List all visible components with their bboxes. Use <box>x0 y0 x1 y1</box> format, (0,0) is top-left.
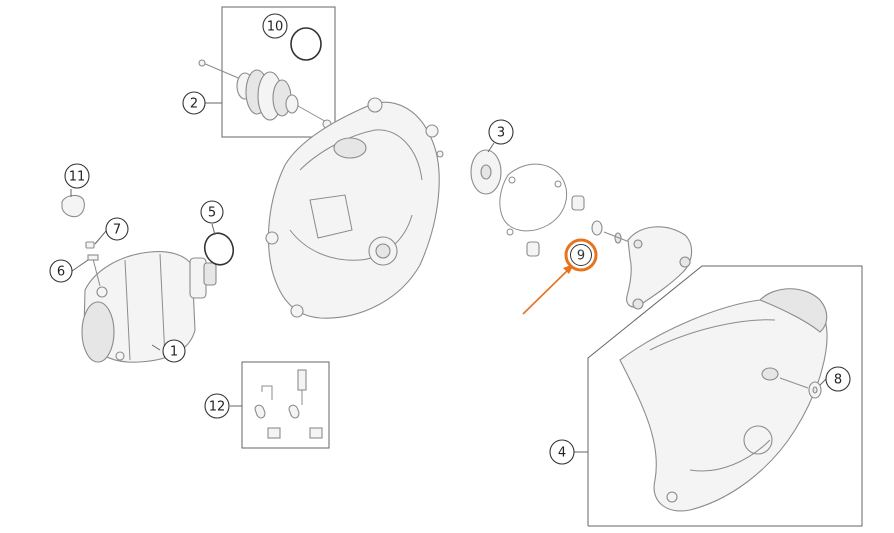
callout-label-4: 4 <box>558 446 566 461</box>
gasket <box>499 163 567 236</box>
callout-label-7: 7 <box>113 223 121 238</box>
engine-ignition-cover <box>265 97 440 319</box>
screw-part-7 <box>85 241 95 249</box>
callout-6: 6 <box>49 259 73 283</box>
highlight-arrow <box>522 264 574 315</box>
cap-part-3 <box>470 149 502 195</box>
callout-3: 3 <box>488 119 514 145</box>
callout-label-10: 10 <box>267 20 284 35</box>
callout-label-12: 12 <box>209 400 226 415</box>
callout-12: 12 <box>204 393 230 419</box>
callout-10: 10 <box>262 13 288 39</box>
washer-part-8 <box>779 377 822 399</box>
nut-part-6 <box>87 254 101 287</box>
callout-label-5: 5 <box>208 206 216 221</box>
leader-lines <box>70 102 827 453</box>
callout-label-1: 1 <box>170 345 178 360</box>
o-ring-part-10 <box>290 27 322 61</box>
starter-motor-part-1 <box>81 251 217 363</box>
callout-label-6: 6 <box>57 265 65 280</box>
small-cover <box>626 226 693 310</box>
outer-cover-part-4 <box>619 288 828 512</box>
callout-label-8: 8 <box>834 373 842 388</box>
callout-11: 11 <box>64 163 90 189</box>
callout-4: 4 <box>549 439 575 465</box>
callout-label-11: 11 <box>69 170 86 185</box>
callout-label-3: 3 <box>497 126 505 141</box>
washer-seal-part-9 <box>591 220 633 244</box>
callout-5: 5 <box>200 200 224 224</box>
cover-kit-box <box>587 265 863 527</box>
callout-7: 7 <box>105 217 129 241</box>
callout-8: 8 <box>825 366 851 392</box>
callout-2: 2 <box>182 91 206 115</box>
dowel-sleeves <box>526 195 585 257</box>
callout-label-2: 2 <box>190 97 198 112</box>
callout-9-highlighted: 9 <box>564 238 598 272</box>
carbon-brush-kit-box <box>241 361 330 449</box>
callout-label-9: 9 <box>577 249 585 264</box>
starter-drive-kit-box <box>221 6 336 138</box>
o-ring-part-5 <box>203 232 235 266</box>
callout-1: 1 <box>162 339 186 363</box>
cap-part-11 <box>61 194 85 218</box>
